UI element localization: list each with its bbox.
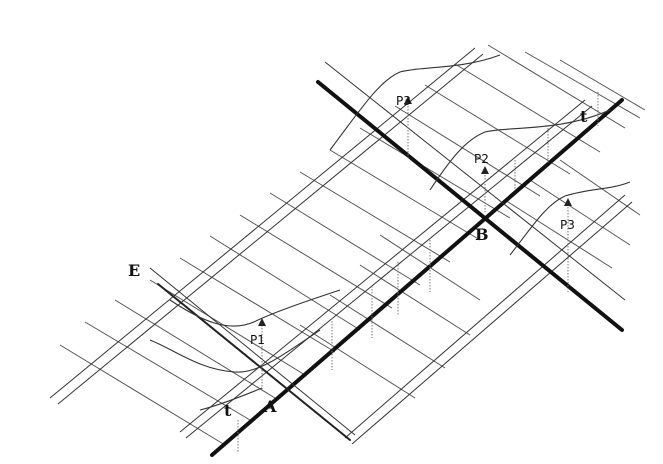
label-p3-upper: P3 [396,94,411,108]
label-t-upper: t [580,107,588,126]
drop-lines [237,92,599,452]
label-e: E [128,261,140,280]
label-p2: P2 [474,152,489,166]
arrow-heads [258,96,572,326]
label-b: B [475,225,489,244]
label-a: A [263,397,277,416]
band-lines [49,47,633,457]
label-p3-lower: P3 [560,218,575,232]
hatch-lines [59,44,646,446]
label-p1: P1 [250,333,265,347]
label-t-lower: t [224,401,232,420]
profile-curves [149,54,631,411]
cross-lines [149,61,626,441]
